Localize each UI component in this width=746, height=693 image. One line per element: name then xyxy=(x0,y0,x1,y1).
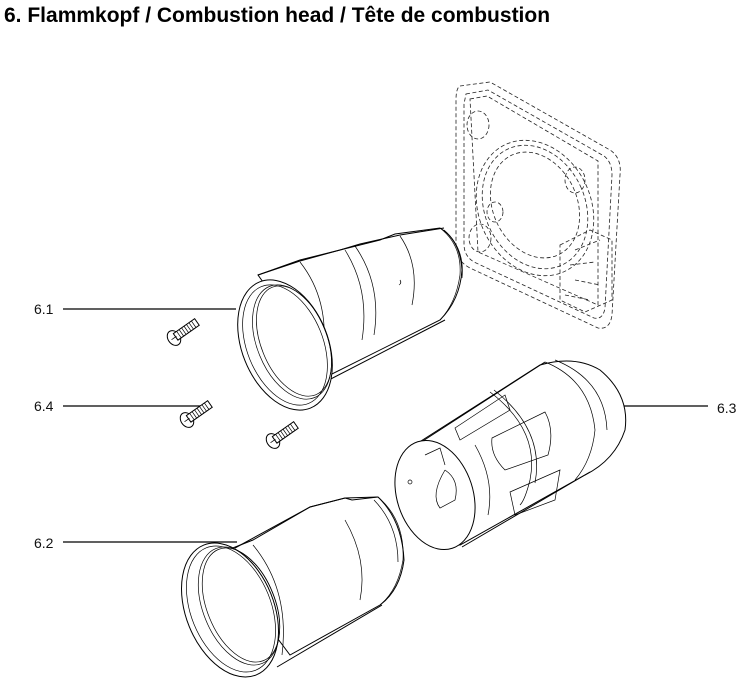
screw-6-4-c xyxy=(265,420,299,449)
part-6-3-mixing-head xyxy=(394,359,627,551)
part-label-6-4: 6.4 xyxy=(34,398,54,414)
mounting-flange xyxy=(455,81,621,329)
page-title: 6. Flammkopf / Combustion head / Tête de… xyxy=(4,4,551,27)
part-6-1-flame-tube xyxy=(237,227,463,411)
part-label-6-3: 6.3 xyxy=(717,400,737,416)
part-label-6-2: 6.2 xyxy=(34,535,54,551)
screw-6-4-b xyxy=(179,399,213,428)
screw-6-4-a xyxy=(166,317,200,346)
part-label-6-1: 6.1 xyxy=(34,301,54,317)
part-6-2-flame-tube xyxy=(181,496,405,678)
